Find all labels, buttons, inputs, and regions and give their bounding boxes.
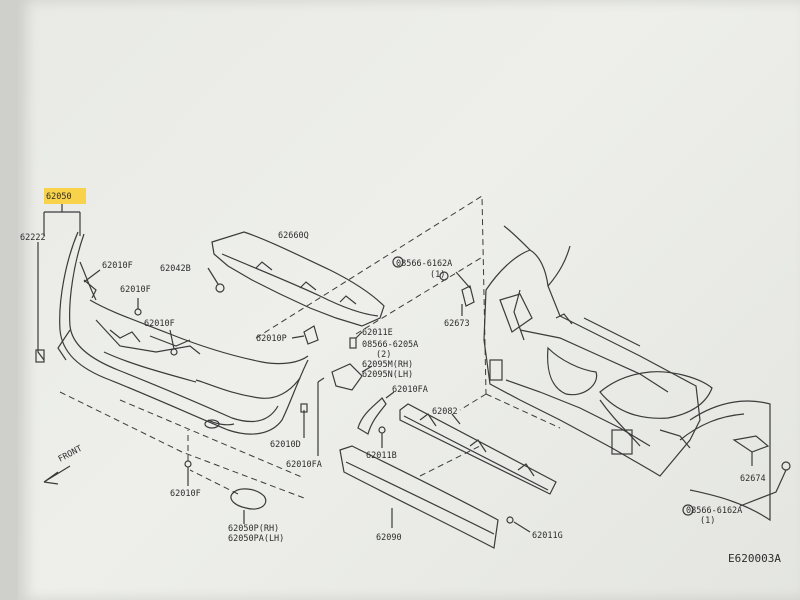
label-62010d: 62010D	[270, 440, 301, 450]
label-62010f-b: 62010F	[120, 285, 151, 295]
front-arrow-icon	[43, 465, 71, 485]
latch-62673	[461, 285, 475, 307]
dash-62050p	[189, 469, 239, 495]
leader-62010fa-b-top	[317, 377, 325, 383]
figure-code: E620003A	[728, 552, 781, 565]
fender-outline	[689, 400, 771, 522]
label-qty-2: (2)	[376, 350, 391, 360]
leader-62010fa-a	[385, 391, 395, 399]
label-62010f-c: 62010F	[144, 319, 175, 329]
label-qty-1-a: (1)	[430, 270, 445, 280]
label-62222: 62222	[20, 233, 46, 243]
leader-62042b	[207, 267, 219, 285]
core-support	[483, 225, 713, 477]
fender-line	[679, 413, 745, 441]
absorber-62090-edge	[345, 461, 495, 535]
leader-62010f-a	[83, 269, 101, 283]
fastener-62011g	[506, 516, 514, 524]
fog-cover-62050p	[230, 488, 267, 510]
highlight-box	[44, 188, 86, 204]
label-62011e: 62011E	[362, 328, 393, 338]
label-62673: 62673	[444, 319, 470, 329]
callout-bracket-62050	[43, 204, 81, 236]
clip-62010d	[300, 403, 308, 413]
leader-62011g	[513, 521, 531, 533]
leader-62010p	[291, 335, 305, 339]
fastener-62010f-b	[134, 308, 142, 316]
reinforcement-62082	[399, 403, 557, 495]
label-62010f-a: 62010F	[102, 261, 133, 271]
fastener-62042b	[215, 283, 225, 293]
leader-62222	[37, 242, 45, 361]
diagram-sheet	[18, 0, 800, 600]
fastener-62010f-d	[184, 460, 192, 468]
clip-62011e	[349, 337, 357, 349]
label-front: FRONT	[57, 444, 84, 465]
label-62011g: 62011G	[532, 531, 563, 541]
bracket-62010fa-a	[357, 397, 387, 435]
label-08566-6162a-b: 08566-6162A	[686, 506, 742, 516]
label-08566-6205a: 08566-6205A	[362, 340, 418, 350]
assembly-dashes	[59, 195, 561, 499]
label-62090: 62090	[376, 533, 402, 543]
label-62674: 62674	[740, 474, 766, 484]
side-bracket-62095	[331, 363, 363, 391]
label-62095n: 62095N(LH)	[362, 370, 413, 380]
absorber-62090	[339, 445, 499, 549]
label-62042b: 62042B	[160, 264, 191, 274]
screw-symbol-icon-a	[392, 256, 404, 268]
screw-symbol-icon-b	[682, 504, 694, 516]
leader-08566-6162a-b	[739, 469, 787, 507]
label-62050p: 62050P(RH)	[228, 524, 279, 534]
label-62010p: 62010P	[256, 334, 287, 344]
label-62082: 62082	[432, 407, 458, 417]
label-62050pa: 62050PA(LH)	[228, 534, 284, 544]
leader-62011e	[355, 331, 363, 339]
bumper-fascia	[57, 231, 309, 435]
leader-62010f-c	[169, 329, 175, 350]
label-qty-1-b: (1)	[700, 516, 715, 526]
upper-cover	[211, 231, 385, 327]
label-08566-6162a-a: 08566-6162A	[396, 259, 452, 269]
label-62095m: 62095M(RH)	[362, 360, 413, 370]
bolt-08566-6162a-b	[781, 461, 791, 471]
label-62010fa-a: 62010FA	[392, 385, 428, 395]
leader-62082	[451, 413, 461, 425]
leader-62673-bolt	[455, 271, 471, 289]
bracket-62674	[732, 435, 770, 453]
label-62010f-d: 62010F	[170, 489, 201, 499]
fastener-62011b	[378, 426, 386, 434]
bracket-62010p	[303, 325, 319, 345]
label-62011b: 62011B	[366, 451, 397, 461]
label-62010fa-b: 62010FA	[286, 460, 322, 470]
bolt-08566-6162a-a	[439, 271, 449, 281]
clip-62222	[35, 349, 45, 363]
leader-62095	[361, 365, 373, 373]
label-62050: 62050	[46, 192, 72, 202]
fastener-62010f-c	[170, 348, 178, 356]
label-62660q: 62660Q	[278, 231, 309, 241]
